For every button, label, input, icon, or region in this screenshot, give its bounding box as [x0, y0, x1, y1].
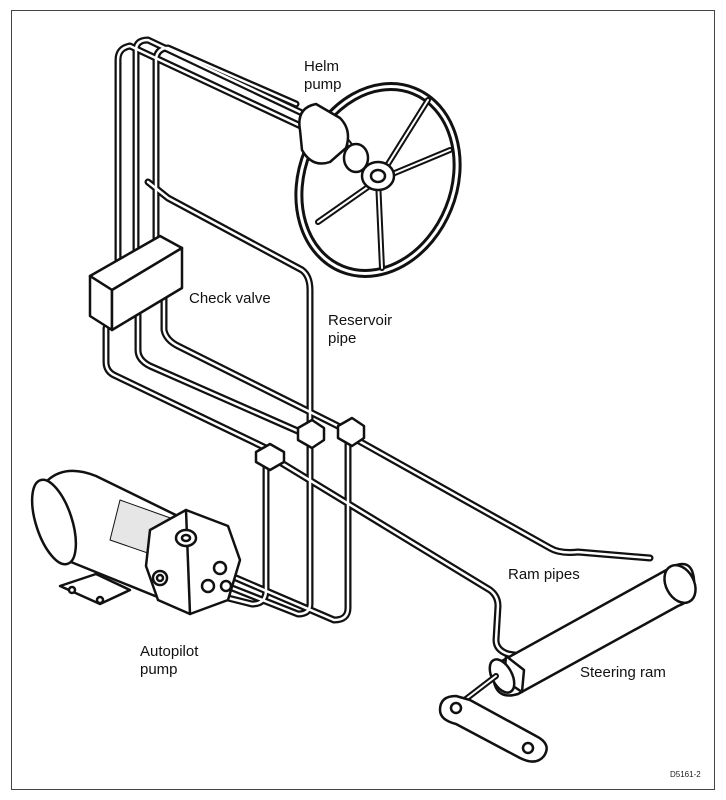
- reservoir-pipe-label: Reservoir pipe: [328, 312, 393, 347]
- helm-pipe-left: [114, 42, 309, 272]
- valve-pipe-1: [102, 324, 274, 454]
- check-valve-label: Check valve: [189, 290, 271, 307]
- helm-pump-label: Helm pump: [304, 58, 342, 93]
- steering-ram-label: Steering ram: [580, 664, 666, 681]
- helm-pump-body: [298, 102, 396, 192]
- ram-pipes-label: Ram pipes: [508, 566, 580, 583]
- autopilot-pump: [30, 469, 242, 616]
- check-valve-box: [88, 234, 184, 332]
- pipe-network: [102, 36, 654, 660]
- tee-fittings: [254, 416, 366, 472]
- steering-ram: [438, 562, 697, 763]
- figure-id: D5161-2: [670, 770, 701, 779]
- diagram-frame: [11, 10, 715, 790]
- autopilot-pump-label: Autopilot pump: [140, 643, 199, 678]
- ram-pipe-2: [346, 432, 654, 562]
